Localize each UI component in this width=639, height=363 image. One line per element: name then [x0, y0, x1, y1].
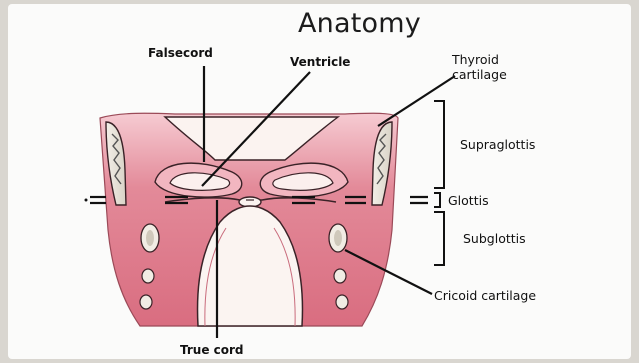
- label-falsecord: Falsecord: [148, 46, 213, 61]
- supraglottis-bracket: [434, 101, 444, 188]
- label-subglottis: Subglottis: [463, 231, 526, 246]
- label-thyroid-line1: Thyroid: [452, 52, 507, 67]
- label-thyroid-cartilage: Thyroid cartilage: [452, 52, 507, 82]
- label-cricoid-cartilage: Cricoid cartilage: [434, 288, 536, 303]
- label-ventricle: Ventricle: [290, 55, 350, 70]
- label-glottis: Glottis: [448, 193, 489, 208]
- label-thyroid-line2: cartilage: [452, 67, 507, 82]
- label-supraglottis: Supraglottis: [460, 137, 535, 152]
- figure-title: Anatomy: [298, 8, 421, 39]
- region-brackets: [434, 101, 444, 265]
- subglottis-bracket: [434, 212, 444, 265]
- label-true-cord: True cord: [180, 343, 244, 358]
- glottis-bracket: [434, 193, 440, 207]
